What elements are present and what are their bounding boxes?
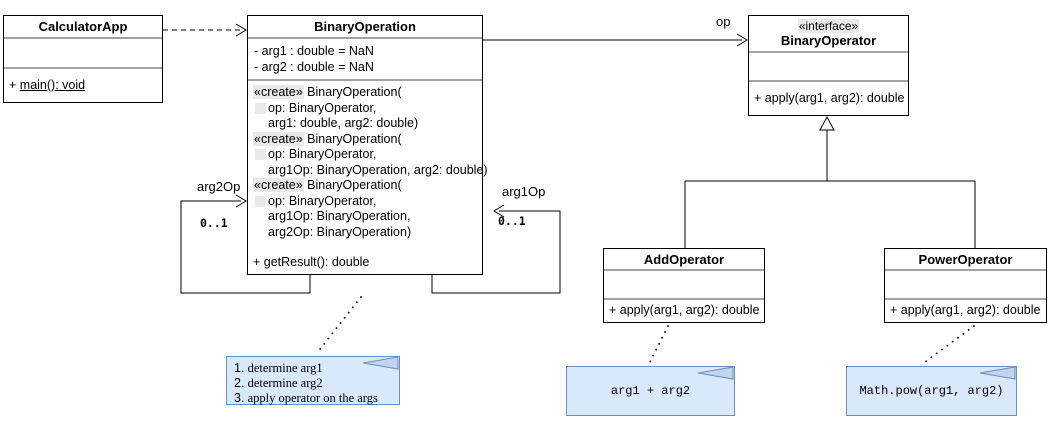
note-line: 2. determine arg2 (234, 376, 323, 390)
attribute-arg2: - arg2 : double = NaN (254, 60, 374, 74)
class-title: «interface» BinaryOperator (749, 16, 908, 53)
note-algorithm[interactable]: 1. determine arg1 2. determine arg2 3. a… (226, 356, 400, 405)
operations-section: + apply(arg1, arg2): double (885, 300, 1046, 322)
blank-line (253, 240, 477, 255)
attributes-section (749, 53, 908, 82)
class-binary-operation[interactable]: BinaryOperation - arg1 : double = NaN - … (247, 15, 488, 275)
class-power-operator[interactable]: PowerOperator + apply(arg1, arg2): doubl… (884, 248, 1047, 323)
arg1op-self-association-edge[interactable] (431, 204, 561, 294)
attributes-section (4, 39, 162, 69)
constructor-param: arg2Op: BinaryOperation) (268, 224, 412, 239)
constructor-line: «create» BinaryOperation( (253, 85, 402, 99)
class-title: PowerOperator (885, 249, 1046, 271)
attribute-arg1: - arg1 : double = NaN (254, 44, 374, 58)
note-text: Math.pow(arg1, arg2) (859, 384, 1004, 398)
interface-binary-operator[interactable]: «interface» BinaryOperator + apply(arg1,… (748, 15, 909, 116)
constructor-param: op: BinaryOperator, (253, 147, 477, 163)
op-association-edge[interactable] (483, 33, 748, 47)
operations-section: + apply(arg1, arg2): double (604, 300, 764, 322)
note-add-implementation[interactable]: arg1 + arg2 (566, 366, 735, 416)
class-add-operator[interactable]: AddOperator + apply(arg1, arg2): double (603, 248, 765, 323)
note-text: arg1 + arg2 (610, 384, 691, 398)
operation-apply: + apply(arg1, arg2): double (609, 303, 760, 318)
operation-getresult: + getResult(): double (253, 255, 370, 269)
operations-section: + apply(arg1, arg2): double (749, 82, 908, 115)
operations-section: «create» BinaryOperation( op: BinaryOper… (248, 81, 488, 275)
interface-stereotype: «interface» (797, 19, 860, 33)
arg2op-self-association-edge[interactable] (180, 194, 311, 294)
multiplicity-arg2op: 0..1 (200, 216, 228, 230)
note-power-implementation[interactable]: Math.pow(arg1, arg2) (846, 366, 1017, 416)
attributes-section: - arg1 : double = NaN - arg2 : double = … (248, 39, 482, 81)
note-text: 1. determine arg1 2. determine arg2 3. a… (234, 361, 399, 406)
constructor-line: «create» BinaryOperation( (253, 178, 402, 192)
operation-apply: + apply(arg1, arg2): double (890, 303, 1041, 318)
edge-label-arg2op: arg2Op (197, 179, 241, 194)
constructor-param: op: BinaryOperator, (253, 194, 477, 210)
class-title: CalculatorApp (4, 16, 162, 39)
note-line: 3. apply operator on the args (234, 391, 378, 405)
constructor-param: op: BinaryOperator, (253, 101, 477, 117)
realization-edges[interactable] (684, 115, 976, 248)
attributes-section (885, 271, 1046, 300)
dependency-edge[interactable] (163, 23, 247, 37)
constructor-param: arg1Op: BinaryOperation, arg2: double) (268, 162, 488, 177)
constructor-line: «create» BinaryOperation( (253, 131, 402, 146)
note-link-edges (316, 296, 975, 363)
multiplicity-arg1op: 0..1 (498, 214, 526, 228)
constructor-param: arg1Op: BinaryOperation, (268, 209, 411, 223)
edge-label-arg1op: arg1Op (502, 184, 546, 199)
attributes-section (604, 271, 764, 300)
interface-name: BinaryOperator (780, 33, 877, 48)
operation-main: + main(): void (9, 77, 86, 92)
operation-apply: + apply(arg1, arg2): double (754, 90, 905, 105)
note-fold-icon (697, 366, 734, 380)
note-fold-icon (362, 356, 399, 370)
note-line: 1. determine arg1 (234, 361, 323, 375)
edge-label-op: op (716, 14, 731, 29)
class-calculator-app[interactable]: CalculatorApp + main(): void (3, 15, 163, 103)
class-title: BinaryOperation (248, 16, 482, 39)
class-title: AddOperator (604, 249, 764, 271)
operations-section: + main(): void (4, 69, 162, 102)
note-fold-icon (979, 366, 1016, 380)
constructor-param: arg1: double, arg2: double) (268, 116, 419, 130)
